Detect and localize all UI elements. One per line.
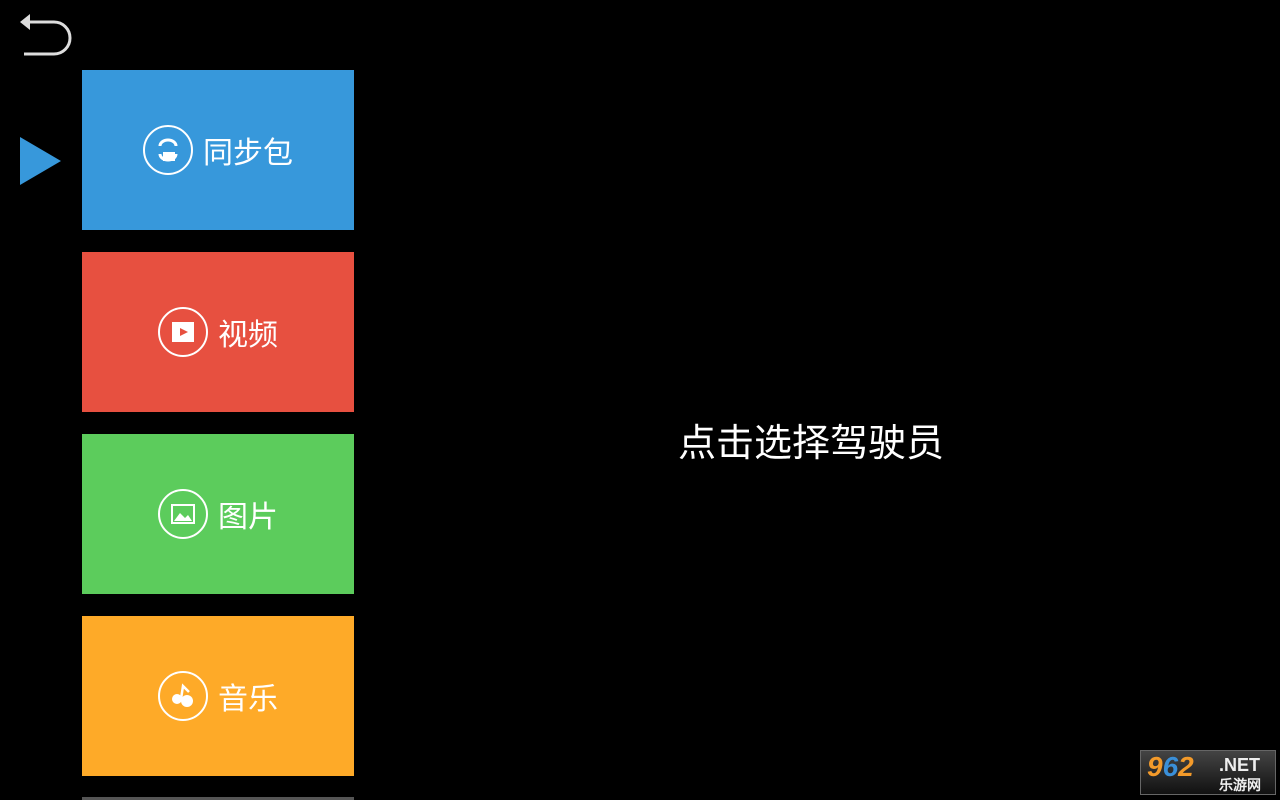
tile-music[interactable]: 音乐 [82, 616, 354, 776]
tile-pictures[interactable]: 图片 [82, 434, 354, 594]
back-button[interactable] [18, 10, 72, 58]
select-driver-prompt[interactable]: 点击选择驾驶员 [678, 421, 945, 465]
tile-sync-package[interactable]: 同步包 [82, 70, 354, 230]
tile-label: 同步包 [203, 136, 293, 171]
tile-label: 图片 [218, 500, 278, 535]
back-arrow-icon [20, 14, 72, 56]
watermark-logo: 962 .NET 乐游网 [1140, 750, 1276, 795]
tile-label: 视频 [218, 318, 278, 353]
video-icon [158, 307, 208, 357]
music-icon [158, 671, 208, 721]
picture-icon [158, 489, 208, 539]
selected-indicator-icon [20, 137, 61, 185]
sync-icon [143, 125, 193, 175]
tile-label: 音乐 [218, 682, 278, 717]
tile-video[interactable]: 视频 [82, 252, 354, 412]
tile-more[interactable] [82, 797, 354, 800]
